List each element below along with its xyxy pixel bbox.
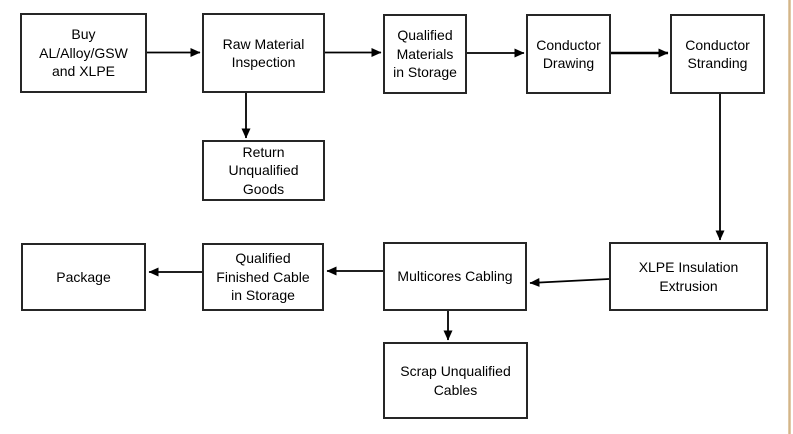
flow-node-qualified-finished-cable-in-storage: Qualified Finished Cable in Storage: [202, 243, 324, 311]
flow-node-conductor-stranding: Conductor Stranding: [670, 14, 765, 94]
flow-node-buy-materials: Buy AL/Alloy/GSW and XLPE: [20, 13, 147, 93]
right-edge-stripe: [788, 0, 791, 434]
flow-node-scrap-unqualified-cables: Scrap Unqualified Cables: [383, 342, 528, 419]
flow-node-raw-material-inspection: Raw Material Inspection: [202, 13, 325, 93]
flow-node-conductor-drawing: Conductor Drawing: [526, 14, 611, 94]
flow-node-xlpe-insulation-extrusion: XLPE Insulation Extrusion: [609, 242, 768, 311]
flow-node-package: Package: [21, 243, 146, 311]
flow-node-multicores-cabling: Multicores Cabling: [383, 242, 527, 311]
flow-node-return-unqualified-goods: Return Unqualified Goods: [202, 140, 325, 201]
arrow-extrusion-to-multicores: [529, 278, 610, 288]
flow-node-qualified-materials-in-storage: Qualified Materials in Storage: [383, 14, 467, 94]
